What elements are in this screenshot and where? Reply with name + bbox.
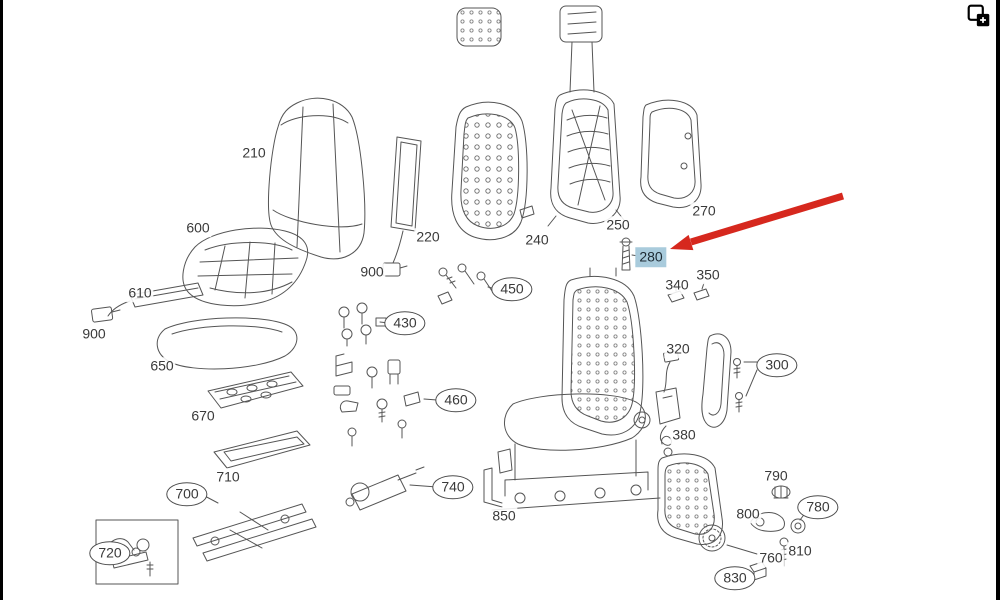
part-label-720: 720 xyxy=(89,541,131,565)
screw-kit-450-drawing xyxy=(437,263,497,305)
part-label-240: 240 xyxy=(523,231,551,249)
hardware-kit-430-drawing xyxy=(338,302,390,347)
part-label-430: 430 xyxy=(384,311,426,335)
right-edge-bar xyxy=(996,0,1000,600)
backrest-panel-drawing xyxy=(382,136,422,277)
backrest-pad-drawing xyxy=(451,7,535,241)
part-label-810: 810 xyxy=(786,542,814,560)
part-label-220: 220 xyxy=(414,228,442,246)
part-label-340: 340 xyxy=(663,276,691,294)
part-label-280-highlighted: 280 xyxy=(635,247,667,267)
pointer-arrow xyxy=(670,192,845,251)
part-label-380: 380 xyxy=(670,426,698,444)
part-label-270: 270 xyxy=(690,202,718,220)
gallery-icon[interactable] xyxy=(966,3,992,29)
part-label-210: 210 xyxy=(240,144,268,162)
part-label-740: 740 xyxy=(432,475,474,499)
backrest-frame-drawing xyxy=(547,5,625,227)
side-panel-drawing xyxy=(657,453,758,555)
cushion-pan-drawing xyxy=(207,371,304,409)
clip-kit-460-drawing xyxy=(333,353,438,447)
part-label-250: 250 xyxy=(604,216,632,234)
part-label-350: 350 xyxy=(694,266,722,284)
knob-drawing xyxy=(771,485,791,499)
part-label-650: 650 xyxy=(148,357,176,375)
part-label-600: 600 xyxy=(184,219,212,237)
highlighted-bolt-drawing xyxy=(619,237,639,271)
wiring-connector-left-drawing xyxy=(91,306,121,323)
left-edge-bar xyxy=(0,0,3,600)
part-label-900-b: 900 xyxy=(80,325,108,343)
assembled-seat-drawing xyxy=(491,267,661,511)
gallery-icon-glyph xyxy=(967,4,990,27)
part-label-780: 780 xyxy=(797,495,839,519)
part-label-450: 450 xyxy=(491,277,533,301)
seat-rails-drawing xyxy=(192,493,317,562)
part-label-700: 700 xyxy=(166,482,208,506)
side-trim-drawing xyxy=(701,333,758,428)
part-label-790: 790 xyxy=(762,467,790,485)
part-label-610: 610 xyxy=(126,284,154,302)
heater-pad-drawing xyxy=(107,282,204,317)
part-label-320: 320 xyxy=(664,340,692,358)
part-label-800: 800 xyxy=(734,505,762,523)
part-label-460: 460 xyxy=(435,388,477,412)
part-label-830: 830 xyxy=(714,566,756,590)
base-frame-drawing xyxy=(213,430,311,469)
actuator-drawing xyxy=(345,466,438,511)
part-label-710: 710 xyxy=(214,468,242,486)
part-label-850: 850 xyxy=(490,507,518,525)
seat-cushion-cover-drawing xyxy=(182,227,309,307)
part-label-300: 300 xyxy=(756,353,798,377)
floor-bracket-drawing xyxy=(483,467,503,508)
part-label-900-a: 900 xyxy=(358,263,386,281)
part-label-760: 760 xyxy=(757,549,785,567)
part-label-670: 670 xyxy=(189,407,217,425)
foam-cushion-drawing xyxy=(156,317,298,370)
back-panel-drawing xyxy=(640,99,702,209)
backrest-cover-drawing xyxy=(268,97,366,260)
